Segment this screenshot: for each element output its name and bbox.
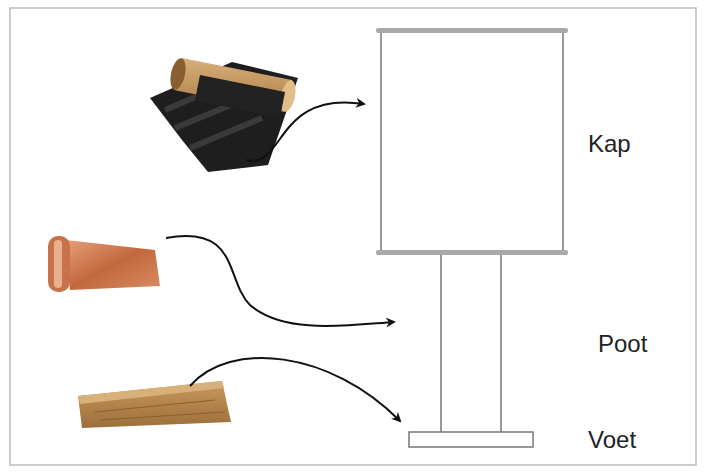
frame: [10, 8, 696, 465]
pointer-arrow: [166, 236, 394, 326]
lamp-base: [409, 432, 533, 447]
lampshade: [381, 31, 563, 252]
copper-foil: [48, 236, 160, 292]
part-label: Poot: [598, 331, 647, 357]
lamp-leg: [500, 255, 502, 432]
part-label: Voet: [588, 427, 636, 453]
pointer-arrow: [190, 358, 400, 421]
film-roll: [150, 57, 298, 172]
pointer-arrow: [246, 102, 364, 161]
part-label: Kap: [588, 131, 631, 157]
wooden-wedge: [78, 381, 231, 428]
lamp-leg: [440, 255, 442, 432]
shade-ring: [376, 250, 568, 255]
shade-ring: [376, 28, 568, 33]
